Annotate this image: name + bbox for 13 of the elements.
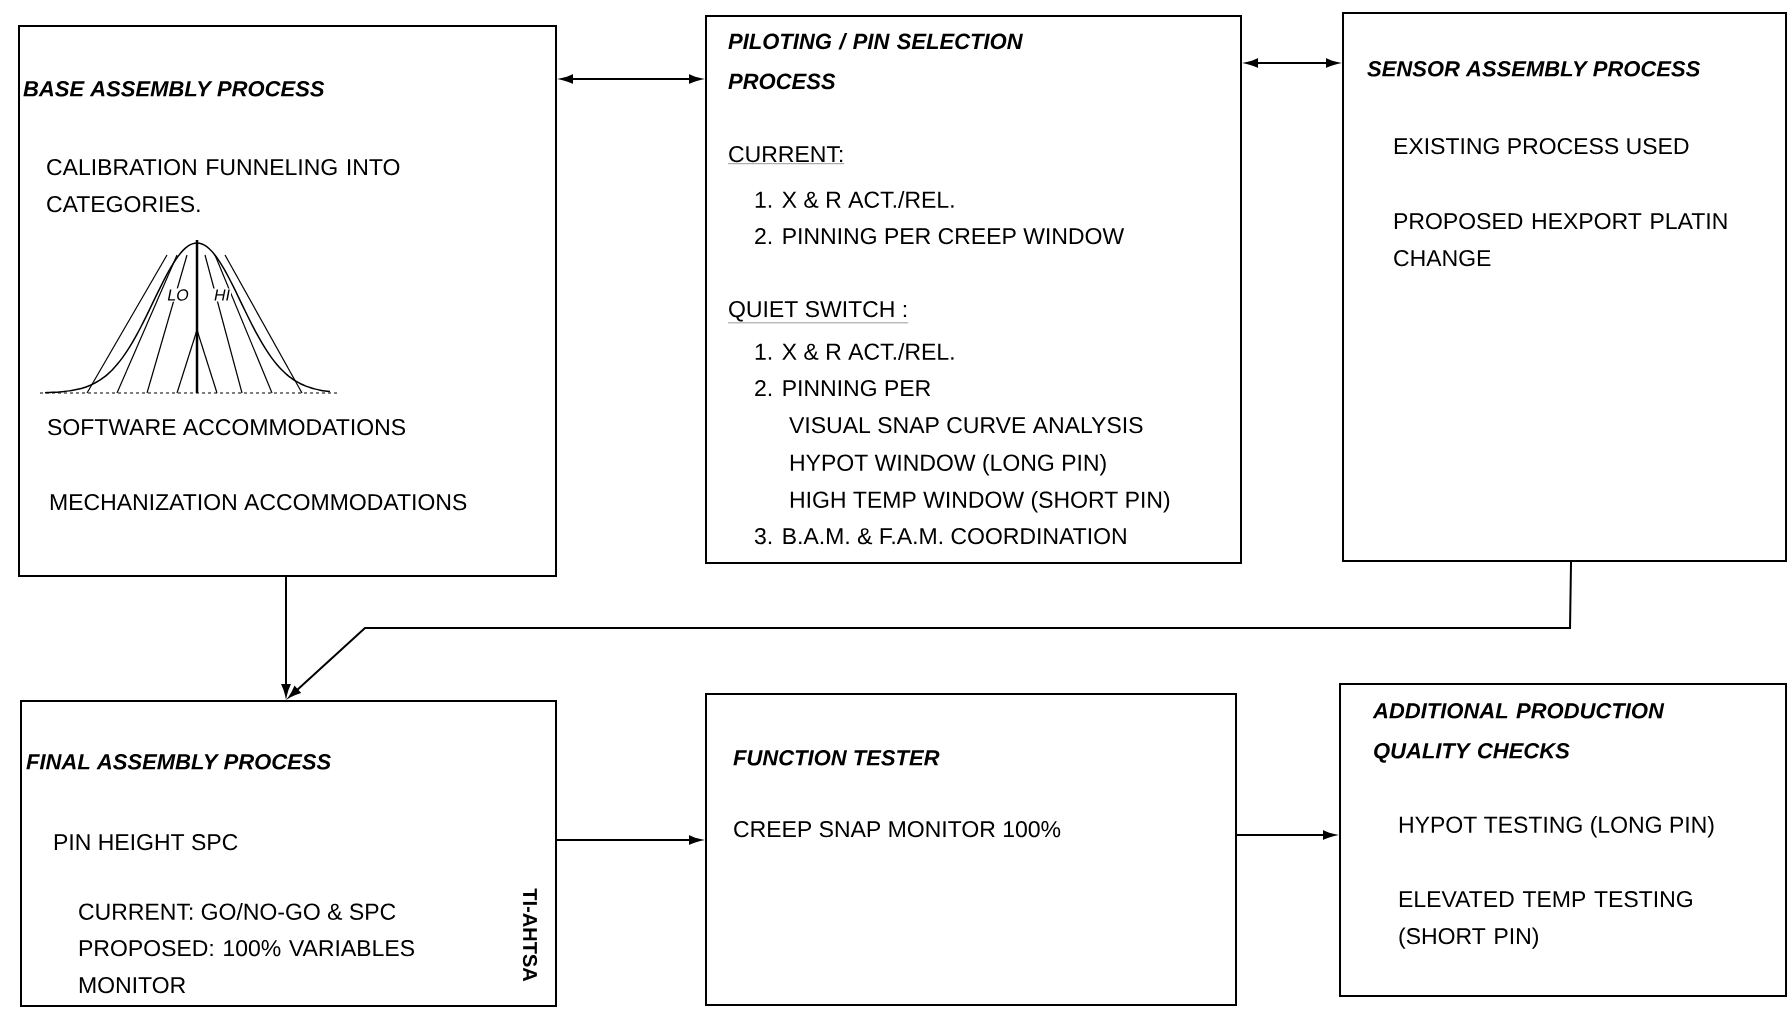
arrow (288, 561, 1572, 698)
arrow (560, 74, 702, 84)
rotated-label: TI-AHTSA (521, 887, 539, 983)
arrow (1236, 830, 1336, 840)
arrow (281, 576, 291, 697)
arrow (1245, 58, 1339, 68)
process-box: FUNCTION TESTER CREEP SNAP MONITOR 100% (705, 693, 1237, 1006)
curve-label: LO (166, 288, 190, 302)
process-box: SENSOR ASSEMBLY PROCESS EXISTING PROCESS USED PROPOSED HEXPORT PLATIN CHANGE (1342, 12, 1787, 562)
process-box: PILOTING / PIN SELECTION PROCESS CURRENT: 1. X & R ACT./REL. 2. PINNING PER CREEP WINDOW QUIET SWITCH : 1. X & R ACT./REL. 2. PINNING PER VISUAL SNAP CURVE ANALYSIS HYPOT WINDOW (LONG PIN) HIGH TEMP WINDOW (SHORT PIN) 3. B.A.M. & F.A.M. COORDINATION (705, 15, 1242, 564)
curve-label: HI (213, 288, 231, 302)
process-box: ADDITIONAL PRODUCTION QUALITY CHECKS HYPOT TESTING (LONG PIN) ELEVATED TEMP TESTING (SHORT PIN) (1339, 683, 1787, 997)
arrow (556, 835, 702, 845)
